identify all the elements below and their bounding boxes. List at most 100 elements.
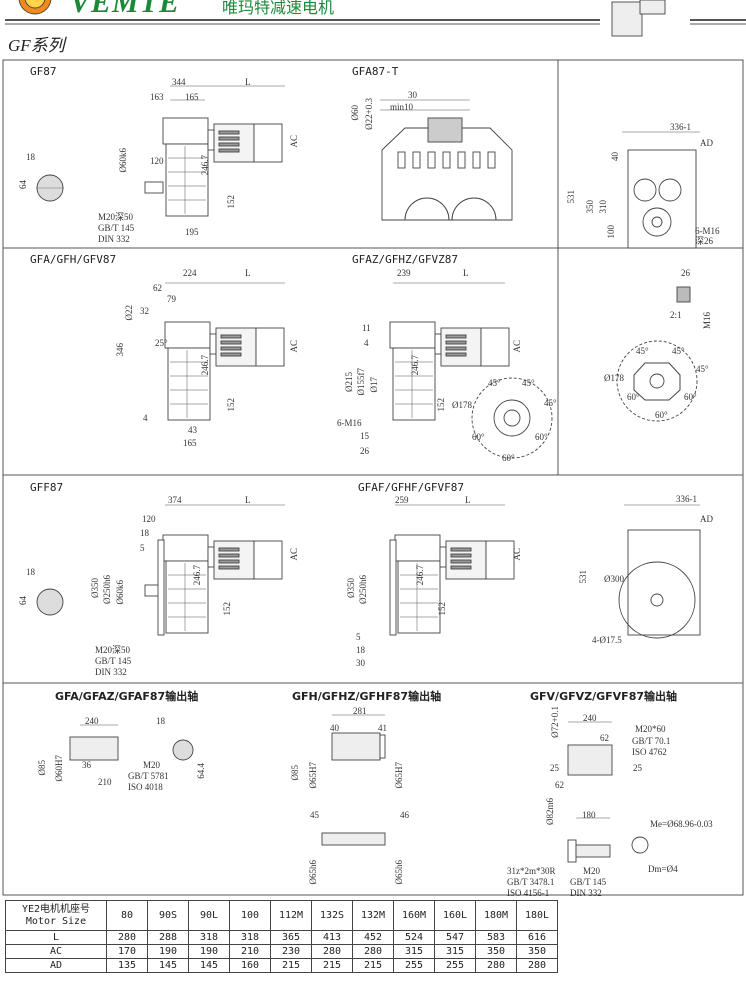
value-cell: 280: [516, 958, 558, 973]
shaft-v-hollow: [567, 744, 613, 776]
dimension-label: 152: [437, 602, 447, 616]
dimension-label: 60°: [684, 392, 697, 402]
value-cell: 170: [106, 944, 148, 959]
dimension-label: 2:1: [670, 310, 682, 320]
gfa87t-rib: [442, 151, 451, 169]
dimension-label: 60°: [472, 432, 485, 442]
dimension-label: 25: [550, 763, 559, 773]
gff-fin: [218, 559, 240, 564]
gfaz-fin: [445, 334, 467, 339]
shaft-v-splined-shaft: [575, 844, 611, 858]
dimension-label: 45°: [636, 346, 649, 356]
side-flange-octagon: [633, 362, 681, 401]
dimension-label: M20深50: [95, 645, 131, 655]
dimension-label: 45°: [522, 378, 535, 388]
dimension-label: Ø215: [344, 372, 354, 392]
dimension-label: 18: [156, 716, 165, 726]
dimension-label: Ø85: [290, 765, 300, 781]
dimension-label: DIN 332: [570, 888, 602, 898]
gf87-adapter: [207, 129, 215, 151]
gfaf-fin: [450, 553, 472, 558]
value-cell: 145: [147, 958, 189, 973]
gfaz-adapter: [434, 333, 442, 355]
dimension-label: 45°: [672, 346, 685, 356]
dimension-label: 163: [150, 92, 164, 102]
company-name: 唯玛特减速电机: [222, 0, 335, 17]
dimension-label: 281: [353, 706, 367, 716]
dimension-label: 18: [140, 528, 149, 538]
dimension-label: 336-1: [676, 494, 697, 504]
dimension-label: 32: [140, 306, 149, 316]
logo-inner-icon: [24, 0, 46, 9]
value-cell: 280: [475, 958, 517, 973]
size-cell: 90S: [147, 900, 189, 931]
dimension-label: AC: [289, 340, 299, 353]
dimension-label: 62: [555, 780, 564, 790]
dimension-label: AC: [512, 340, 522, 353]
dimension-label: 180: [582, 810, 596, 820]
dimension-label: 45°: [696, 364, 709, 374]
gf87-gearbox-top: [162, 117, 209, 145]
series-title: GF系列: [8, 36, 65, 55]
dimension-label: L: [245, 268, 251, 278]
dimension-label: Ø350: [346, 578, 356, 598]
value-cell: 280: [352, 944, 394, 959]
dimension-label: Ø155f7: [356, 368, 366, 396]
dimension-label: 64.4: [196, 763, 206, 779]
dimension-label: AC: [289, 135, 299, 148]
dimension-label: Ø250h6: [358, 575, 368, 604]
side-bore: [651, 216, 663, 228]
gfaz-fin: [445, 346, 467, 351]
size-cell: 112M: [270, 900, 312, 931]
dimension-label: 239: [397, 268, 411, 278]
value-cell: 280: [106, 930, 148, 945]
dimension-label: 60°: [655, 410, 668, 420]
panel-title-gfaz: GFAZ/GFHZ/GFVZ87: [352, 253, 458, 266]
gfa87t-bore: [404, 197, 450, 221]
dimension-label: GB/T 145: [570, 877, 607, 887]
value-cell: 215: [270, 958, 312, 973]
gfa87t-rib: [412, 151, 421, 169]
gearbox-thumbnail-icon: [611, 1, 643, 37]
dimension-label: M16: [702, 312, 712, 330]
dimension-label: 30: [408, 90, 417, 100]
dimension-label: Ø65h6: [308, 860, 318, 885]
size-cell: 180L: [516, 900, 558, 931]
gfaz-bore: [503, 409, 521, 427]
value-cell: 413: [311, 930, 353, 945]
gfaf-gearbox-top: [394, 534, 441, 562]
size-cell: 132M: [352, 900, 394, 931]
row-label: AC: [5, 944, 107, 959]
header-label-cn: YE2电机机座号: [21, 903, 91, 915]
dimension-label: Ø60: [350, 105, 360, 121]
dimension-label: 195: [185, 227, 199, 237]
gfa-fin: [220, 334, 242, 339]
size-cell: 132S: [311, 900, 353, 931]
dimension-label: 18: [356, 645, 365, 655]
dimension-label: 4-Ø17.5: [592, 635, 622, 645]
dimension-label: Ø60k6: [118, 148, 128, 173]
panel-title-gff: GFF87: [30, 481, 64, 494]
shaft-h-upper: [331, 732, 381, 761]
dimension-label: 45°: [544, 398, 557, 408]
gfa87t-rib: [427, 151, 436, 169]
gfa87t-housing: [381, 127, 513, 221]
dimension-label: Me=Ø68.96-0.03: [650, 819, 713, 829]
dimension-label: Ø22+0.3: [364, 98, 374, 130]
gf87-fin: [218, 142, 240, 147]
value-cell: 210: [229, 944, 271, 959]
value-cell: 547: [434, 930, 476, 945]
drawing-frame: [2, 59, 744, 896]
value-cell: 318: [229, 930, 271, 945]
dimension-label: Ø350: [90, 578, 100, 598]
dimension-label: 26: [360, 446, 369, 456]
value-cell: 318: [188, 930, 230, 945]
gf87-motor-fan-cover: [253, 123, 283, 163]
dimension-label: 62: [153, 283, 162, 293]
dimension-label: Ø65H7: [308, 762, 318, 789]
panel-title-gfa87t: GFA87-T: [352, 65, 399, 78]
gfa87t-bore: [451, 197, 497, 221]
dimension-label: GB/T 70.1: [632, 736, 671, 746]
dimension-label: 36: [82, 760, 91, 770]
